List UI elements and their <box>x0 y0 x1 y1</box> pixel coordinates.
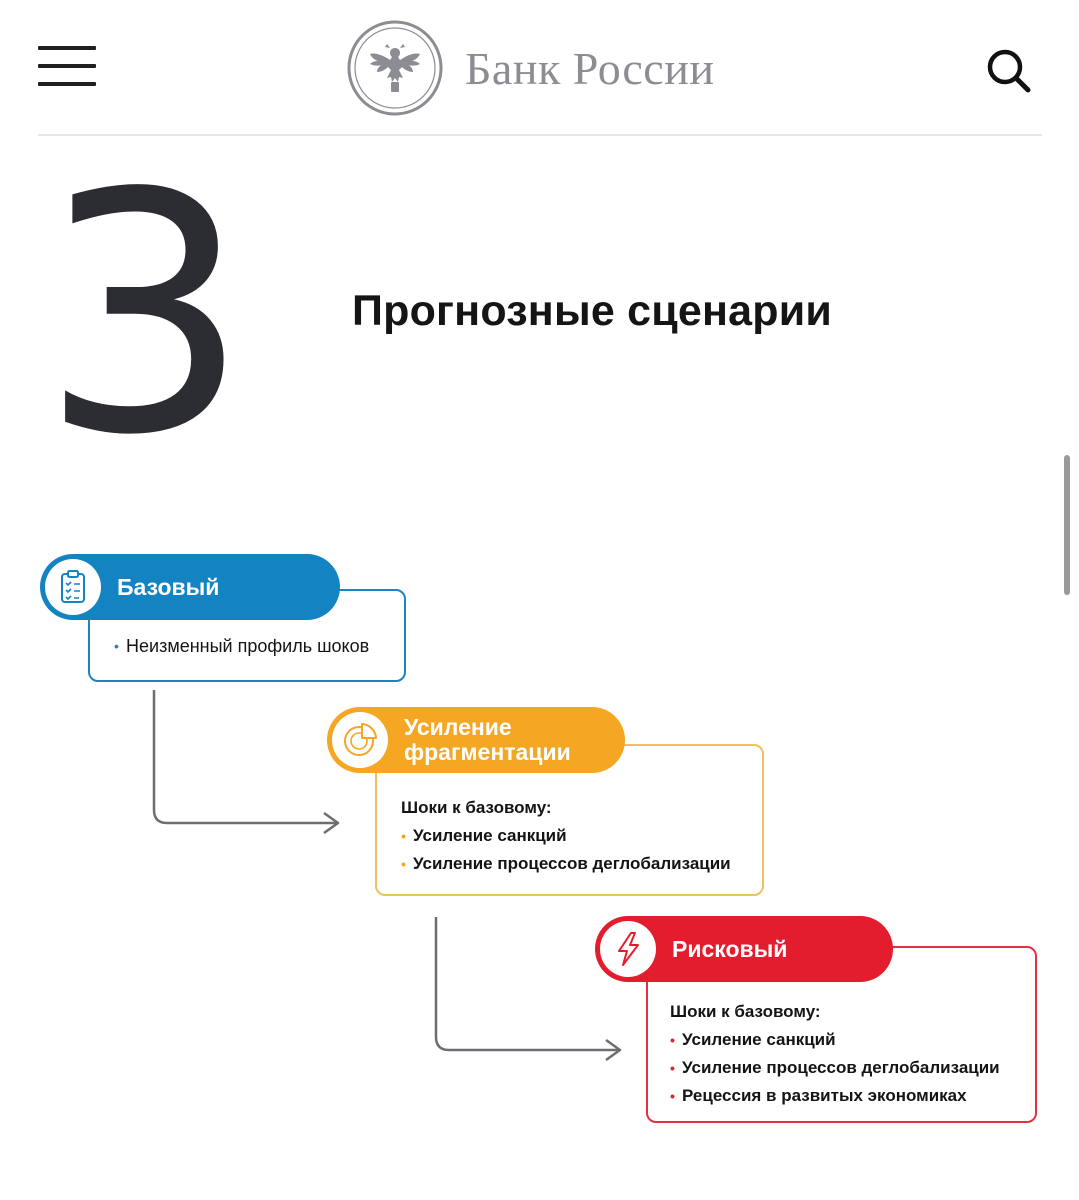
scenario-base-items: Неизменный профиль шоков <box>114 632 369 660</box>
brand-name: Банк России <box>465 42 715 94</box>
connector-arrows <box>152 690 622 1062</box>
shocks-title: Шоки к базовому: <box>401 798 552 817</box>
list-item: Усиление санкций <box>670 1026 1000 1054</box>
scenario-pill-risk: Рисковый <box>595 916 893 982</box>
list-item: Неизменный профиль шоков <box>114 632 369 660</box>
pie-chart-icon <box>332 712 388 768</box>
scenario-fragmentation-items: Усиление санкций Усиление процессов дегл… <box>401 822 731 878</box>
logo-link[interactable]: Банк России <box>347 20 714 116</box>
scenario-label-risk: Рисковый <box>672 935 788 962</box>
section-number: 3 <box>40 123 250 507</box>
scenario-pill-fragmentation: Усиление фрагментации <box>327 707 625 773</box>
header: Банк России <box>0 0 1079 136</box>
arrowhead-base-to-frag <box>323 811 340 835</box>
label-line: Усиление <box>404 714 512 740</box>
list-item: Усиление процессов деглобализации <box>401 850 731 878</box>
menu-line <box>38 64 96 68</box>
scenario-diagram: Неизменный профиль шоков Базовый Шоки к … <box>0 540 1079 1160</box>
section-title: Прогнозные сценарии <box>352 287 833 335</box>
search-icon[interactable] <box>984 46 1032 94</box>
list-item: Рецессия в развитых экономиках <box>670 1082 1000 1110</box>
scenario-label-fragmentation: Усиление фрагментации <box>404 715 571 765</box>
shocks-title: Шоки к базовому: <box>670 1002 821 1021</box>
scenario-label-base: Базовый <box>117 573 220 600</box>
scenario-pill-base: Базовый <box>40 554 340 620</box>
list-item: Усиление санкций <box>401 822 731 850</box>
arrowhead-frag-to-risk <box>605 1038 622 1062</box>
arrow-base-to-frag <box>152 690 338 825</box>
menu-line <box>38 82 96 86</box>
scenario-risk-items: Усиление санкций Усиление процессов дегл… <box>670 1026 1000 1110</box>
lightning-bolt-icon <box>600 921 656 977</box>
arrow-frag-to-risk <box>434 917 620 1052</box>
eagle-emblem-icon <box>347 20 443 116</box>
clipboard-checklist-icon <box>45 559 101 615</box>
header-divider <box>38 134 1042 136</box>
menu-button[interactable] <box>38 46 98 88</box>
scrollbar-thumb[interactable] <box>1064 455 1070 595</box>
menu-line <box>38 46 96 50</box>
label-line: фрагментации <box>404 739 571 765</box>
list-item: Усиление процессов деглобализации <box>670 1054 1000 1082</box>
